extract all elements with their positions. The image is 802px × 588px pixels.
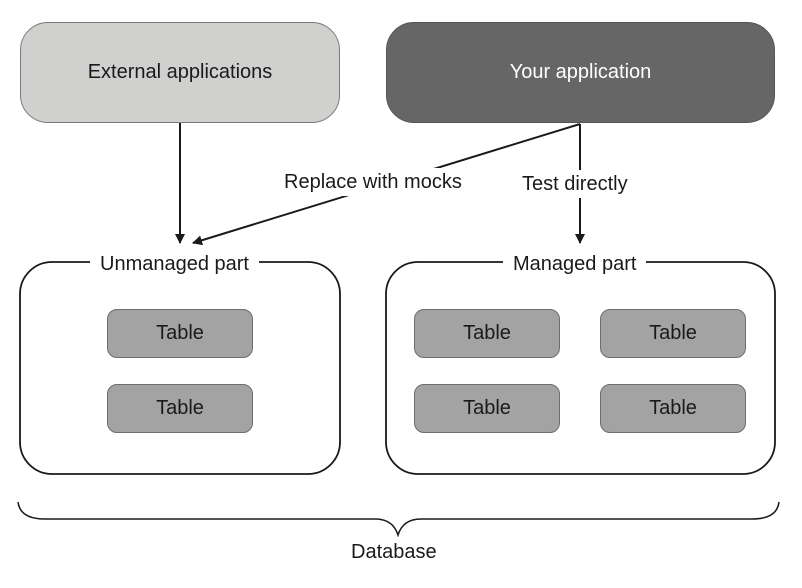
table-label: Table (649, 322, 697, 344)
table-label: Table (649, 397, 697, 419)
managed-group-outline (385, 261, 776, 475)
managed-part-label: Managed part (503, 252, 647, 276)
replace-with-mocks-label: Replace with mocks (280, 168, 466, 196)
table-label: Table (156, 322, 204, 344)
unmanaged-table-2: Table (107, 384, 253, 433)
managed-table-4: Table (600, 384, 746, 433)
database-label: Database (351, 541, 437, 563)
unmanaged-group-outline (19, 261, 341, 475)
table-label: Table (463, 397, 511, 419)
database-brace (17, 501, 780, 538)
managed-table-1: Table (414, 309, 560, 358)
unmanaged-table-1: Table (107, 309, 253, 358)
table-label: Table (156, 397, 204, 419)
table-label: Table (463, 322, 511, 344)
external-applications-label: External applications (87, 61, 273, 83)
external-applications-box: External applications (20, 22, 340, 123)
your-application-box: Your application (386, 22, 775, 123)
managed-table-3: Table (414, 384, 560, 433)
your-application-label: Your application (509, 61, 652, 83)
managed-table-2: Table (600, 309, 746, 358)
unmanaged-part-label: Unmanaged part (90, 252, 259, 276)
test-directly-label: Test directly (518, 170, 632, 198)
